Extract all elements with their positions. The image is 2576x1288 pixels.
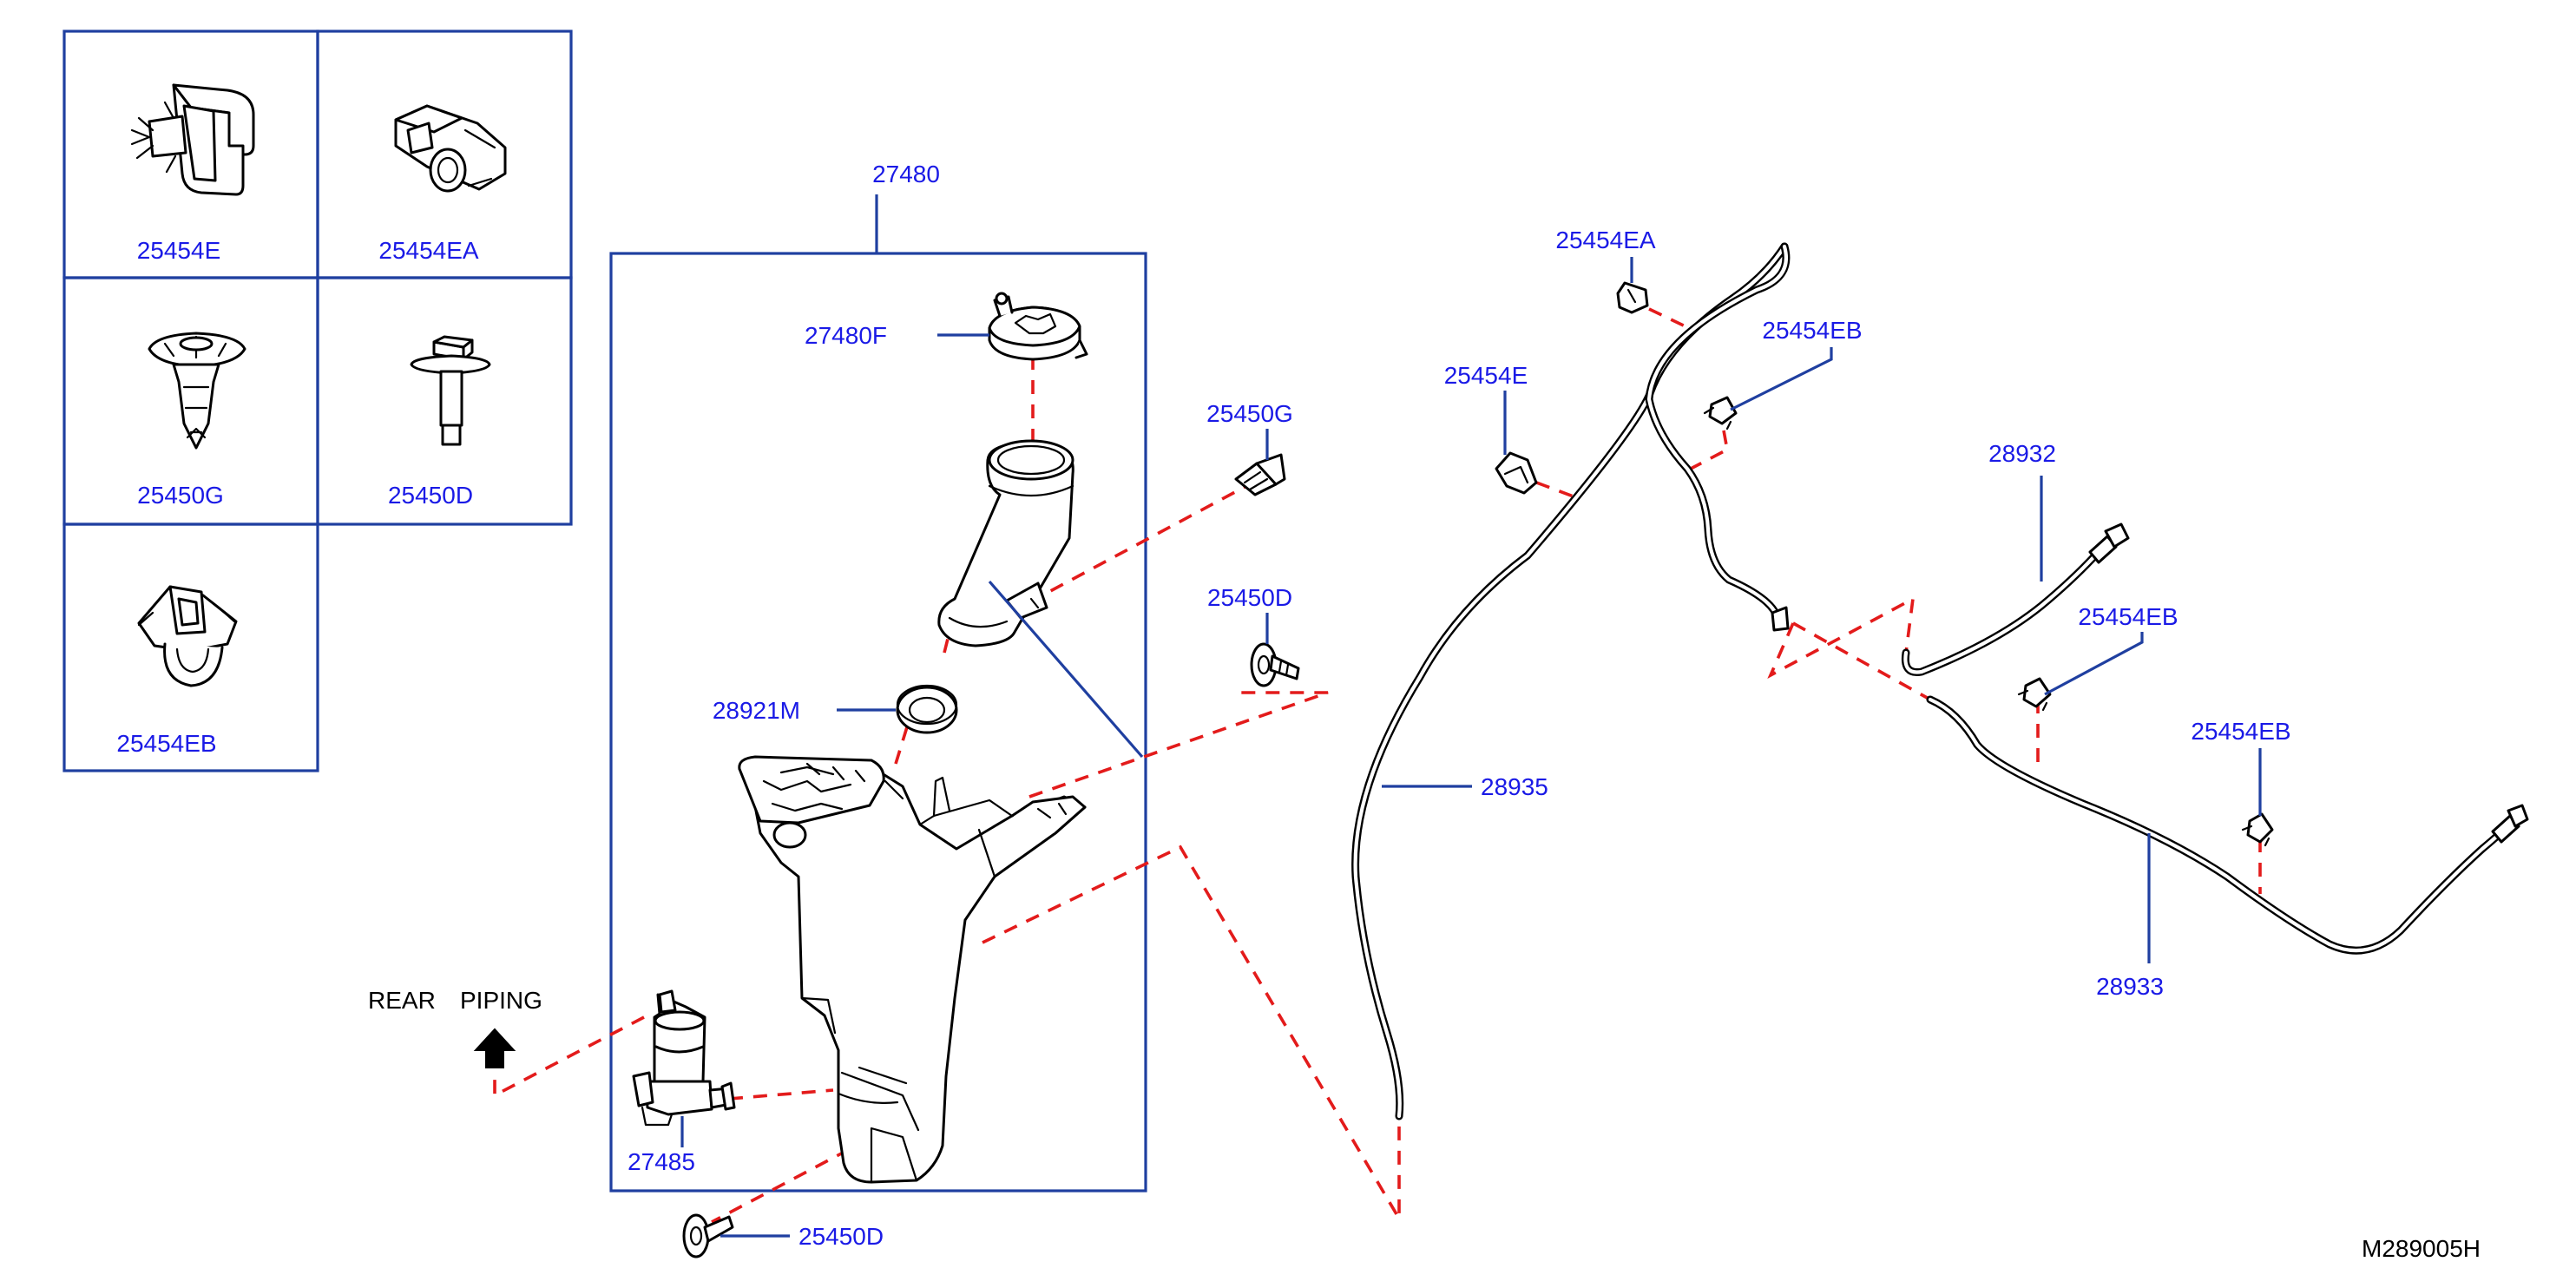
inset-cell-25450D[interactable]: 25450D bbox=[388, 335, 491, 509]
clip-25450G[interactable]: 25450G bbox=[1206, 400, 1293, 496]
assembly-frame bbox=[609, 252, 1147, 1193]
cap-27480F-icon bbox=[988, 292, 1088, 361]
clip-25454E-icon bbox=[130, 83, 255, 196]
hose-clip-25454EB-top-leader bbox=[1730, 347, 1833, 411]
hose-clip-25454EB-top[interactable]: 25454EB bbox=[1703, 317, 1863, 430]
hose-clip-25454EB-top-icon bbox=[1703, 396, 1738, 430]
hose-28935-line bbox=[1351, 242, 1789, 1120]
hose-clip-25454EB-mid-label: 25454EB bbox=[2078, 603, 2178, 630]
bolt-25450D-bottom-label: 25450D bbox=[798, 1223, 884, 1250]
filler-neck bbox=[937, 439, 1144, 759]
hose-28932-line bbox=[1901, 551, 2100, 677]
hose-clip-25454EA-icon bbox=[1616, 281, 1649, 314]
diagram-code: M289005H bbox=[2362, 1235, 2481, 1262]
clip-25450G-part-icon bbox=[1234, 453, 1286, 496]
inset-cell-25450G[interactable]: 25450G bbox=[137, 332, 246, 509]
seal-28921M-icon bbox=[896, 684, 958, 734]
hose-clip-25454E-icon bbox=[1495, 451, 1538, 495]
bolt-25450D-top-icon bbox=[1250, 642, 1300, 687]
neck-leader bbox=[988, 580, 1144, 759]
hose-clip-25454E-label: 25454E bbox=[1444, 362, 1528, 389]
inset-label-25454E: 25454E bbox=[137, 237, 221, 264]
inset-grid bbox=[62, 30, 573, 772]
hose-upper-branch-line bbox=[1645, 242, 1791, 622]
seal-28921M[interactable]: 28921M bbox=[713, 684, 958, 734]
hose-lines bbox=[1351, 242, 2509, 1120]
inset-label-25454EB: 25454EB bbox=[116, 730, 216, 757]
inset-label-25450D: 25450D bbox=[388, 482, 473, 509]
inset-cell-25454E[interactable]: 25454E bbox=[130, 83, 255, 264]
washer-tank bbox=[738, 755, 1087, 1184]
bolt-25450D-top[interactable]: 25450D bbox=[1207, 584, 1300, 687]
seal-label: 28921M bbox=[713, 697, 800, 724]
bolt-25450D-icon bbox=[410, 335, 491, 446]
bolt-25450D-bottom[interactable]: 25450D bbox=[682, 1213, 884, 1258]
hose-28933[interactable]: 28933 bbox=[2096, 833, 2164, 1000]
hose-clip-25454EB-mid-leader bbox=[2044, 632, 2144, 696]
hose-clip-25454EA-label: 25454EA bbox=[1555, 227, 1656, 253]
hose-clip-25454E[interactable]: 25454E bbox=[1444, 362, 1538, 495]
hose-28933-line bbox=[1926, 695, 2509, 955]
clip-25450G-icon bbox=[148, 332, 246, 450]
clip-25450G-label: 25450G bbox=[1206, 400, 1293, 427]
hose-28935-label: 28935 bbox=[1481, 773, 1548, 800]
hose-28932[interactable]: 28932 bbox=[1988, 440, 2056, 582]
cap-27480F[interactable]: 27480F bbox=[805, 292, 1088, 361]
hose-dashed-leaders bbox=[1513, 307, 2262, 894]
rear-piping-callout: REAR PIPING bbox=[368, 987, 542, 1068]
hose-clip-25454EB-mid-icon bbox=[2017, 677, 2052, 712]
pump-label: 27485 bbox=[628, 1148, 695, 1175]
hose-clip-25454EB-right-icon bbox=[2241, 812, 2274, 847]
inset-cell-25454EB[interactable]: 25454EB bbox=[116, 585, 238, 757]
hose-connectors bbox=[1771, 522, 2529, 844]
rear-piping-word-1: REAR bbox=[368, 987, 436, 1014]
cap-label: 27480F bbox=[805, 322, 887, 349]
clip-25454EA-icon bbox=[394, 104, 507, 193]
hose-28932-label: 28932 bbox=[1988, 440, 2056, 467]
bolt-25450D-bottom-icon bbox=[682, 1213, 734, 1258]
hose-clip-25454EB-right-label: 25454EB bbox=[2191, 718, 2290, 745]
pump-27485-icon bbox=[632, 989, 736, 1127]
assembly-27480[interactable]: 27480 bbox=[609, 161, 1147, 1193]
hose-clip-25454EB-top-label: 25454EB bbox=[1762, 317, 1862, 344]
hose-clip-25454EA[interactable]: 25454EA bbox=[1555, 227, 1656, 314]
pump-27485[interactable]: 27485 bbox=[628, 989, 736, 1175]
bolt-25450D-top-label: 25450D bbox=[1207, 584, 1292, 611]
clip-25454EB-icon bbox=[137, 585, 238, 687]
hose-28933-label: 28933 bbox=[2096, 973, 2164, 1000]
inset-cell-25454EA[interactable]: 25454EA bbox=[378, 104, 507, 264]
inset-label-25454EA: 25454EA bbox=[378, 237, 479, 264]
inset-label-25450G: 25450G bbox=[137, 482, 224, 509]
hose-clip-25454EB-mid[interactable]: 25454EB bbox=[2017, 603, 2178, 712]
assembly-label: 27480 bbox=[872, 161, 940, 187]
hose-clip-25454EB-right[interactable]: 25454EB bbox=[2191, 718, 2291, 847]
hose-28935[interactable]: 28935 bbox=[1382, 773, 1548, 800]
rear-piping-word-2: PIPING bbox=[460, 987, 542, 1014]
arrow-up-icon bbox=[473, 1028, 516, 1068]
